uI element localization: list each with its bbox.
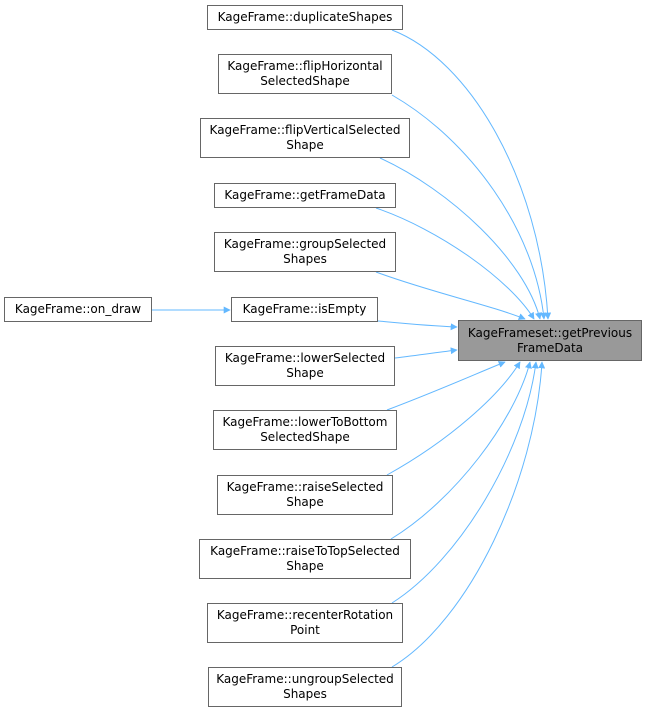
node-label: KageFrame::ungroupSelected: [216, 672, 394, 686]
node-label: Shapes: [283, 687, 327, 701]
edge-group: [375, 271, 526, 320]
node-raise-selected-shape[interactable]: KageFrame::raiseSelected Shape: [217, 475, 393, 515]
node-group-selected-shapes[interactable]: KageFrame::groupSelected Shapes: [214, 232, 396, 272]
node-label: KageFrame::raiseSelected: [226, 480, 384, 494]
node-label: SelectedShape: [260, 430, 350, 444]
node-label: KageFrameset::getPrevious: [467, 325, 633, 340]
node-ungroup-selected-shapes[interactable]: KageFrame::ungroupSelected Shapes: [208, 667, 402, 707]
edge-duplicate: [391, 29, 552, 320]
edge-flipv: [379, 157, 542, 320]
node-lower-to-bottom-selected-shape[interactable]: KageFrame::lowerToBottom SelectedShape: [213, 410, 397, 450]
node-label: KageFrame::getFrameData: [224, 188, 386, 202]
node-label: Shape: [286, 495, 324, 509]
node-label: KageFrame::groupSelected: [223, 237, 387, 251]
node-raise-to-top-selected-shape[interactable]: KageFrame::raiseToTopSelected Shape: [199, 539, 411, 579]
node-flip-vertical-selected-shape[interactable]: KageFrame::flipVerticalSelected Shape: [200, 118, 410, 158]
node-label: KageFrame::on_draw: [14, 302, 142, 316]
edge-fliph: [391, 94, 547, 320]
node-label: KageFrame::isEmpty: [242, 302, 367, 316]
edge-lower: [394, 347, 458, 359]
node-label: KageFrame::flipVerticalSelected: [209, 123, 401, 137]
node-label: KageFrame::duplicateShapes: [217, 10, 393, 24]
edge-recenter: [391, 361, 539, 604]
node-flip-horizontal-selected-shape[interactable]: KageFrame::flipHorizontal SelectedShape: [218, 54, 392, 94]
node-is-empty[interactable]: KageFrame::isEmpty: [231, 297, 378, 322]
node-label: Shape: [286, 138, 324, 152]
node-duplicate-shapes[interactable]: KageFrame::duplicateShapes: [207, 5, 403, 30]
node-label: Shape: [286, 366, 324, 380]
node-on-draw[interactable]: KageFrame::on_draw: [4, 297, 152, 322]
node-label: KageFrame::lowerToBottom: [222, 415, 388, 429]
edge-raisetop: [390, 361, 532, 540]
node-get-previous-frame-data[interactable]: KageFrameset::getPrevious FrameData: [458, 320, 642, 361]
node-label: KageFrame::raiseToTopSelected: [210, 544, 400, 558]
edge-raise: [386, 361, 521, 476]
node-label: KageFrame::lowerSelected: [224, 351, 386, 365]
node-label: KageFrame::flipHorizontal: [227, 59, 383, 73]
edge-lowerbottom: [386, 361, 506, 411]
node-label: Shape: [286, 559, 324, 573]
edge-getframe: [375, 207, 535, 320]
node-lower-selected-shape[interactable]: KageFrame::lowerSelected Shape: [215, 346, 395, 386]
node-label: SelectedShape: [260, 74, 350, 88]
node-get-frame-data[interactable]: KageFrame::getFrameData: [214, 183, 396, 208]
node-label: Point: [290, 623, 320, 637]
node-label: FrameData: [516, 340, 584, 355]
node-label: KageFrame::recenterRotation: [216, 608, 394, 622]
node-label: Shapes: [283, 252, 327, 266]
node-recenter-rotation-point[interactable]: KageFrame::recenterRotation Point: [207, 603, 403, 643]
edge-ungroup: [391, 361, 546, 668]
edge-isempty: [377, 320, 458, 331]
